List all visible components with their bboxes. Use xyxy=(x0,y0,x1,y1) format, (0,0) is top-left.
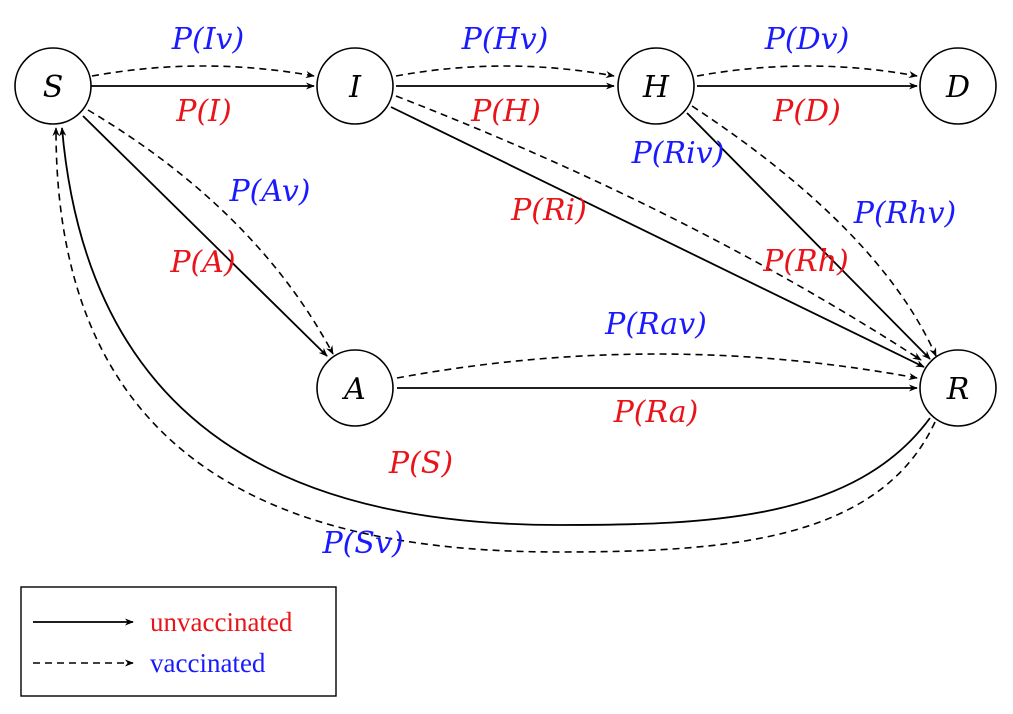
edge-h-r-vaccinated xyxy=(691,105,937,357)
legend-box xyxy=(20,586,337,697)
label-p-s: P(S) xyxy=(388,446,453,481)
label-p-a: P(A) xyxy=(169,245,235,280)
label-p-h: P(H) xyxy=(470,94,541,129)
edge-s-a xyxy=(82,115,328,357)
edge-a-r-vaccinated xyxy=(396,353,918,381)
node-s: S xyxy=(14,47,92,125)
label-p-rh: P(Rh) xyxy=(762,244,849,279)
label-p-av: P(Av) xyxy=(229,174,311,209)
label-p-ri: P(Ri) xyxy=(510,193,587,228)
node-a-label: A xyxy=(341,372,366,407)
node-d-label: D xyxy=(945,70,970,105)
node-h: H xyxy=(617,47,695,125)
node-s-label: S xyxy=(43,70,64,105)
edge-h-r xyxy=(686,112,931,360)
legend: unvaccinated vaccinated xyxy=(20,586,337,697)
legend-unvaccinated-label: unvaccinated xyxy=(150,607,293,637)
edge-s-i-vaccinated xyxy=(91,65,315,79)
node-i: I xyxy=(316,47,394,125)
edge-r-s-vaccinated xyxy=(52,127,936,553)
label-p-d: P(D) xyxy=(772,94,841,129)
label-p-riv: P(Riv) xyxy=(631,136,725,171)
node-r-label: R xyxy=(946,372,970,407)
edge-h-d-vaccinated xyxy=(696,65,918,79)
label-p-dv: P(Dv) xyxy=(764,22,850,57)
label-p-rhv: P(Rhv) xyxy=(853,196,956,231)
label-p-sv: P(Sv) xyxy=(321,526,403,561)
node-i-label: I xyxy=(348,70,362,105)
edge-s-a-vaccinated xyxy=(87,109,334,355)
node-a: A xyxy=(316,349,394,427)
edge-r-s xyxy=(59,127,931,526)
label-p-i: P(I) xyxy=(175,94,231,129)
label-p-iv: P(Iv) xyxy=(171,22,244,57)
label-p-rav: P(Rav) xyxy=(604,307,707,342)
node-h-label: H xyxy=(642,70,670,105)
node-d: D xyxy=(919,47,997,125)
edge-i-r-vaccinated xyxy=(395,95,922,361)
label-p-ra: P(Ra) xyxy=(613,395,699,430)
legend-vaccinated-label: vaccinated xyxy=(150,648,266,678)
label-p-hv: P(Hv) xyxy=(461,22,549,57)
node-r: R xyxy=(919,349,997,427)
edge-i-r xyxy=(390,106,925,368)
edge-i-h-vaccinated xyxy=(395,65,615,79)
